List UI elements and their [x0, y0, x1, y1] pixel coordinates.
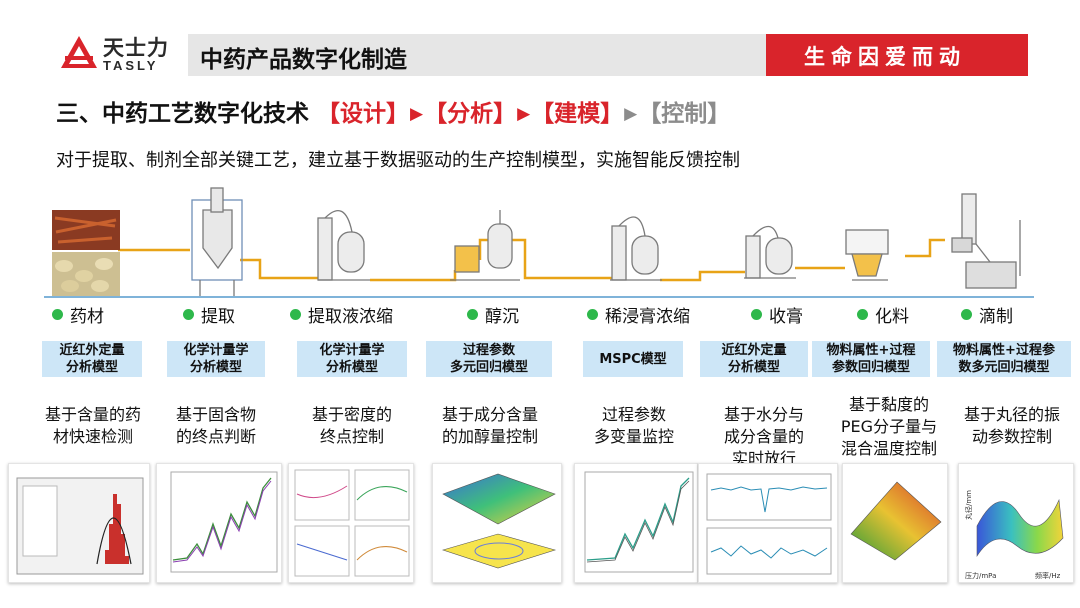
step-extraction: 提取	[183, 302, 235, 327]
thumb-histogram	[8, 463, 150, 583]
process-baseline	[44, 296, 1034, 298]
step-dot-icon	[751, 309, 762, 320]
step-dot-icon	[183, 309, 194, 320]
thumb-multiplot	[288, 463, 414, 583]
section-title-main: 三、中药工艺数字化技术	[56, 101, 309, 127]
spectrum-thumbnail-image	[170, 471, 278, 573]
thumb-spectrum-2	[574, 463, 698, 583]
histogram-thumbnail-image	[16, 477, 144, 575]
herb-materials-image	[52, 210, 120, 296]
step-dilute-extract-concentration: 稀浸膏浓缩	[587, 302, 690, 327]
logo-english-text: TASLY	[103, 58, 159, 73]
thumb-surface-3: 丸径/mm 压力/mPa 频率/Hz	[958, 463, 1074, 583]
step-dot-icon	[587, 309, 598, 320]
thumb-surface-2	[842, 463, 948, 583]
model-box-precipitation: 过程参数多元回归模型	[426, 341, 552, 377]
equipment-line-graphic	[52, 187, 1021, 296]
desc-concentration: 基于密度的终点控制	[311, 405, 392, 446]
process-flow-illustration	[0, 180, 1080, 300]
desc-collection: 基于水分与成分含量的实时放行	[723, 405, 804, 468]
step-dot-icon	[961, 309, 972, 320]
desc-mspc: 过程参数多变量监控	[593, 405, 674, 446]
step-dot-icon	[857, 309, 868, 320]
desc-herb: 基于含量的药材快速检测	[44, 405, 141, 446]
axis-label-y: 频率/Hz	[1035, 571, 1061, 580]
model-box-concentration: 化学计量学分析模型	[297, 341, 407, 377]
step-paste-collection: 收膏	[751, 302, 803, 327]
step-dot-icon	[290, 309, 301, 320]
page-title: 中药产品数字化制造	[200, 47, 407, 73]
step-alcohol-precipitation: 醇沉	[467, 302, 519, 327]
axis-label-z: 丸径/mm	[964, 490, 973, 520]
slogan-text: 生命因爱而动	[804, 45, 966, 69]
logo-chinese-text: 天士力	[103, 36, 169, 60]
stage-control: 【控制】	[638, 101, 731, 127]
step-label: 化料	[875, 307, 909, 327]
response-surface-thumbnail-image	[441, 473, 557, 569]
axis-label-x: 压力/mPa	[965, 571, 996, 580]
step-label: 收膏	[769, 307, 803, 327]
step-dripping: 滴制	[961, 302, 1013, 327]
stage-analysis: 【分析】	[424, 101, 517, 127]
stage-modeling: 【建模】	[531, 101, 624, 127]
multi-panel-thumbnail-image	[294, 469, 410, 577]
model-box-herb: 近红外定量分析模型	[42, 341, 142, 377]
step-herb-material: 药材	[52, 302, 104, 327]
thumb-spectrum-1	[156, 463, 282, 583]
page-subtitle: 对于提取、制剂全部关键工艺，建立基于数据驱动的生产控制模型，实施智能反馈控制	[56, 150, 740, 171]
tasly-logo-icon	[61, 36, 97, 68]
thumb-surface-1	[432, 463, 562, 583]
step-dot-icon	[467, 309, 478, 320]
step-material-mixing: 化料	[857, 302, 909, 327]
stage-design: 【设计】	[317, 101, 410, 127]
step-label: 醇沉	[485, 307, 519, 327]
spectrum-thumbnail-image	[584, 471, 694, 573]
step-extract-concentration: 提取液浓缩	[290, 302, 393, 327]
section-heading: 三、中药工艺数字化技术 【设计】▶【分析】▶【建模】▶【控制】	[56, 94, 730, 128]
header-title-bar: 中药产品数字化制造	[188, 34, 766, 76]
model-box-collection: 近红外定量分析模型	[700, 341, 808, 377]
step-label: 提取液浓缩	[308, 307, 393, 327]
control-chart-thumbnail-image	[706, 473, 832, 575]
step-label: 稀浸膏浓缩	[605, 307, 690, 327]
step-dot-icon	[52, 309, 63, 320]
response-surface-thumbnail-image	[850, 481, 942, 561]
model-box-dripping: 物料属性+过程参数多元回归模型	[937, 341, 1071, 377]
stage-arrow: ▶	[624, 104, 638, 124]
desc-dripping: 基于丸径的振动参数控制	[963, 405, 1060, 446]
thumb-control-charts	[698, 463, 838, 583]
response-surface-thumbnail-image: 丸径/mm 压力/mPa 频率/Hz	[964, 490, 1064, 580]
company-logo: 天士力 TASLY	[55, 30, 175, 74]
step-label: 药材	[70, 307, 104, 327]
step-label: 提取	[201, 307, 235, 327]
desc-precipitation: 基于成分含量的加醇量控制	[441, 405, 538, 446]
stage-arrow: ▶	[517, 104, 531, 124]
model-box-extraction: 化学计量学分析模型	[167, 341, 265, 377]
slogan-banner: 生命因爱而动	[766, 34, 1028, 76]
stage-arrow: ▶	[410, 104, 424, 124]
desc-extraction: 基于固含物的终点判断	[175, 405, 256, 446]
step-label: 滴制	[979, 307, 1013, 327]
model-box-mspc: MSPC模型	[583, 341, 683, 377]
model-box-mixing: 物料属性+过程参数回归模型	[812, 341, 930, 377]
